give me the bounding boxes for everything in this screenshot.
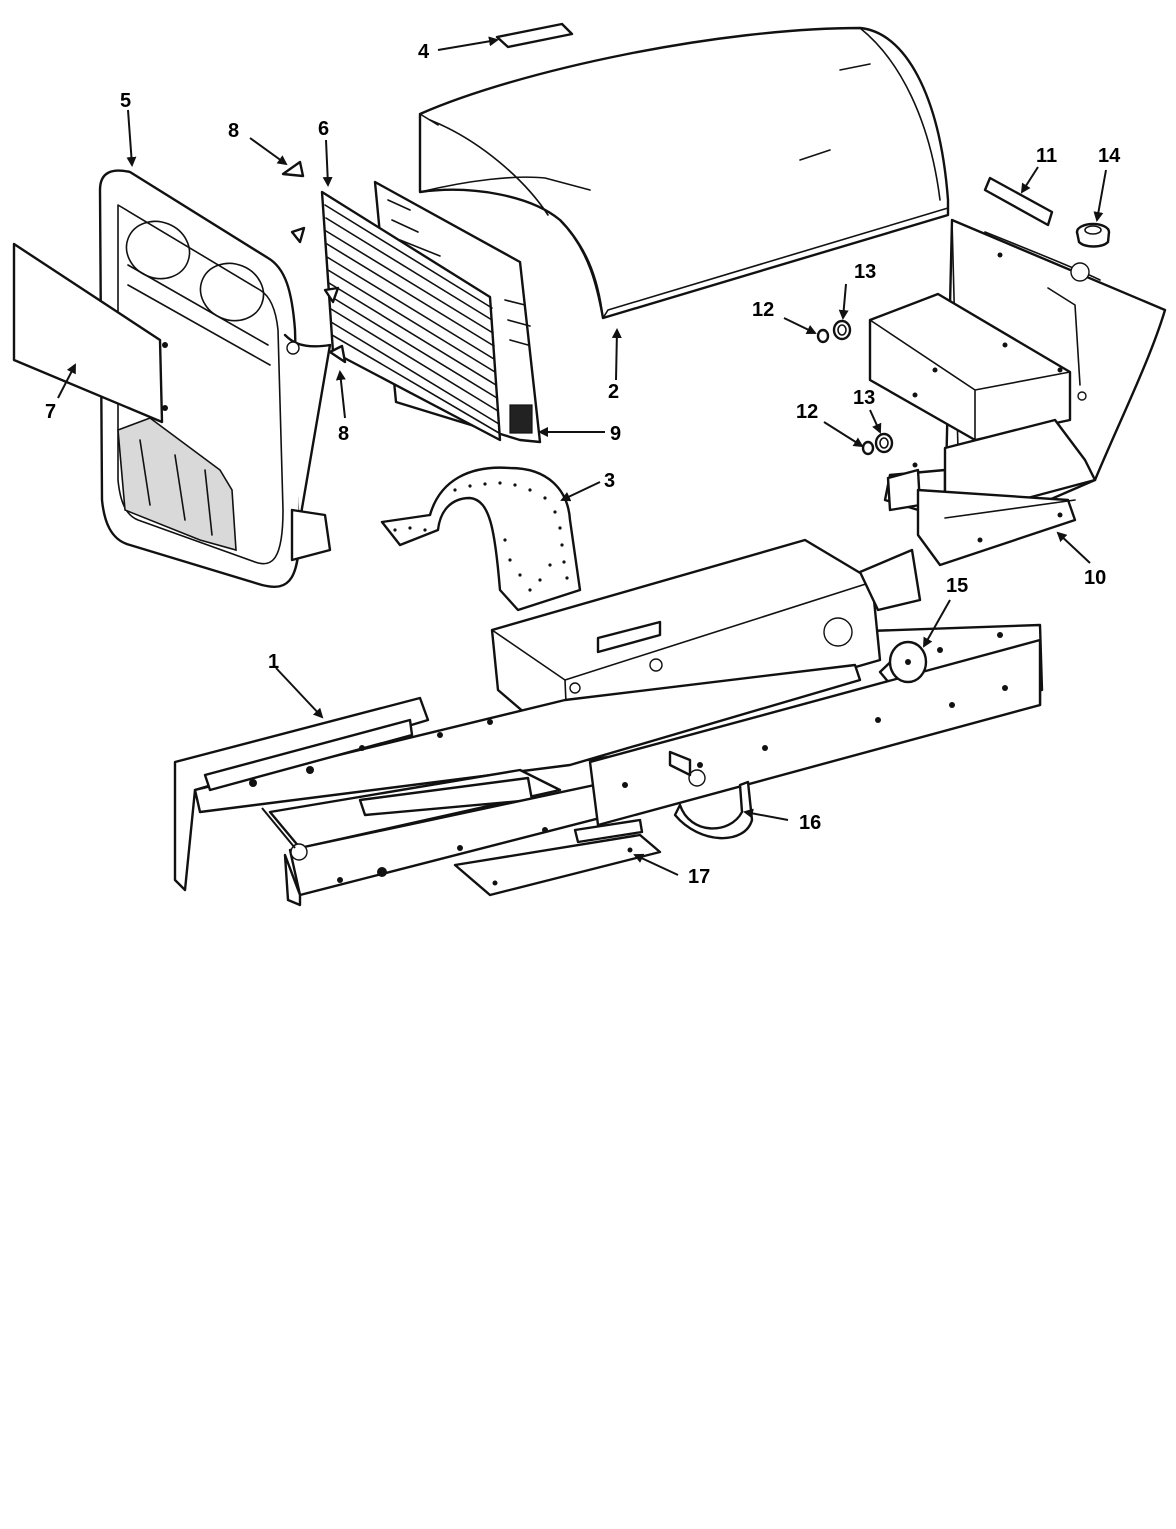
- callout-6: 6: [318, 118, 329, 140]
- part-cap: [1077, 224, 1109, 247]
- callout-12-upper: 12: [752, 299, 774, 321]
- callout-12-lower: 12: [796, 401, 818, 423]
- part-clip: [497, 24, 572, 47]
- callout-15: 15: [946, 575, 968, 597]
- callout-4: 4: [418, 41, 430, 63]
- callout-13-upper: 13: [854, 261, 876, 283]
- callout-1: 1: [268, 651, 279, 673]
- callout-8-upper: 8: [228, 120, 239, 142]
- callout-9: 9: [610, 423, 621, 445]
- part-battery-box: [870, 220, 1165, 565]
- part-strap: [985, 178, 1052, 225]
- callout-16: 16: [799, 812, 821, 834]
- callout-8-lower: 8: [338, 423, 349, 445]
- callout-3: 3: [604, 470, 615, 492]
- callout-13-lower: 13: [853, 387, 875, 409]
- callout-11: 11: [1036, 145, 1057, 167]
- callout-2: 2: [608, 381, 619, 403]
- callout-7: 7: [45, 401, 56, 423]
- part-grommet: [890, 642, 926, 682]
- part-shroud: [382, 468, 580, 610]
- callout-10: 10: [1084, 567, 1106, 589]
- callout-5: 5: [120, 90, 131, 112]
- callout-14: 14: [1098, 145, 1121, 167]
- callout-17: 17: [688, 866, 710, 888]
